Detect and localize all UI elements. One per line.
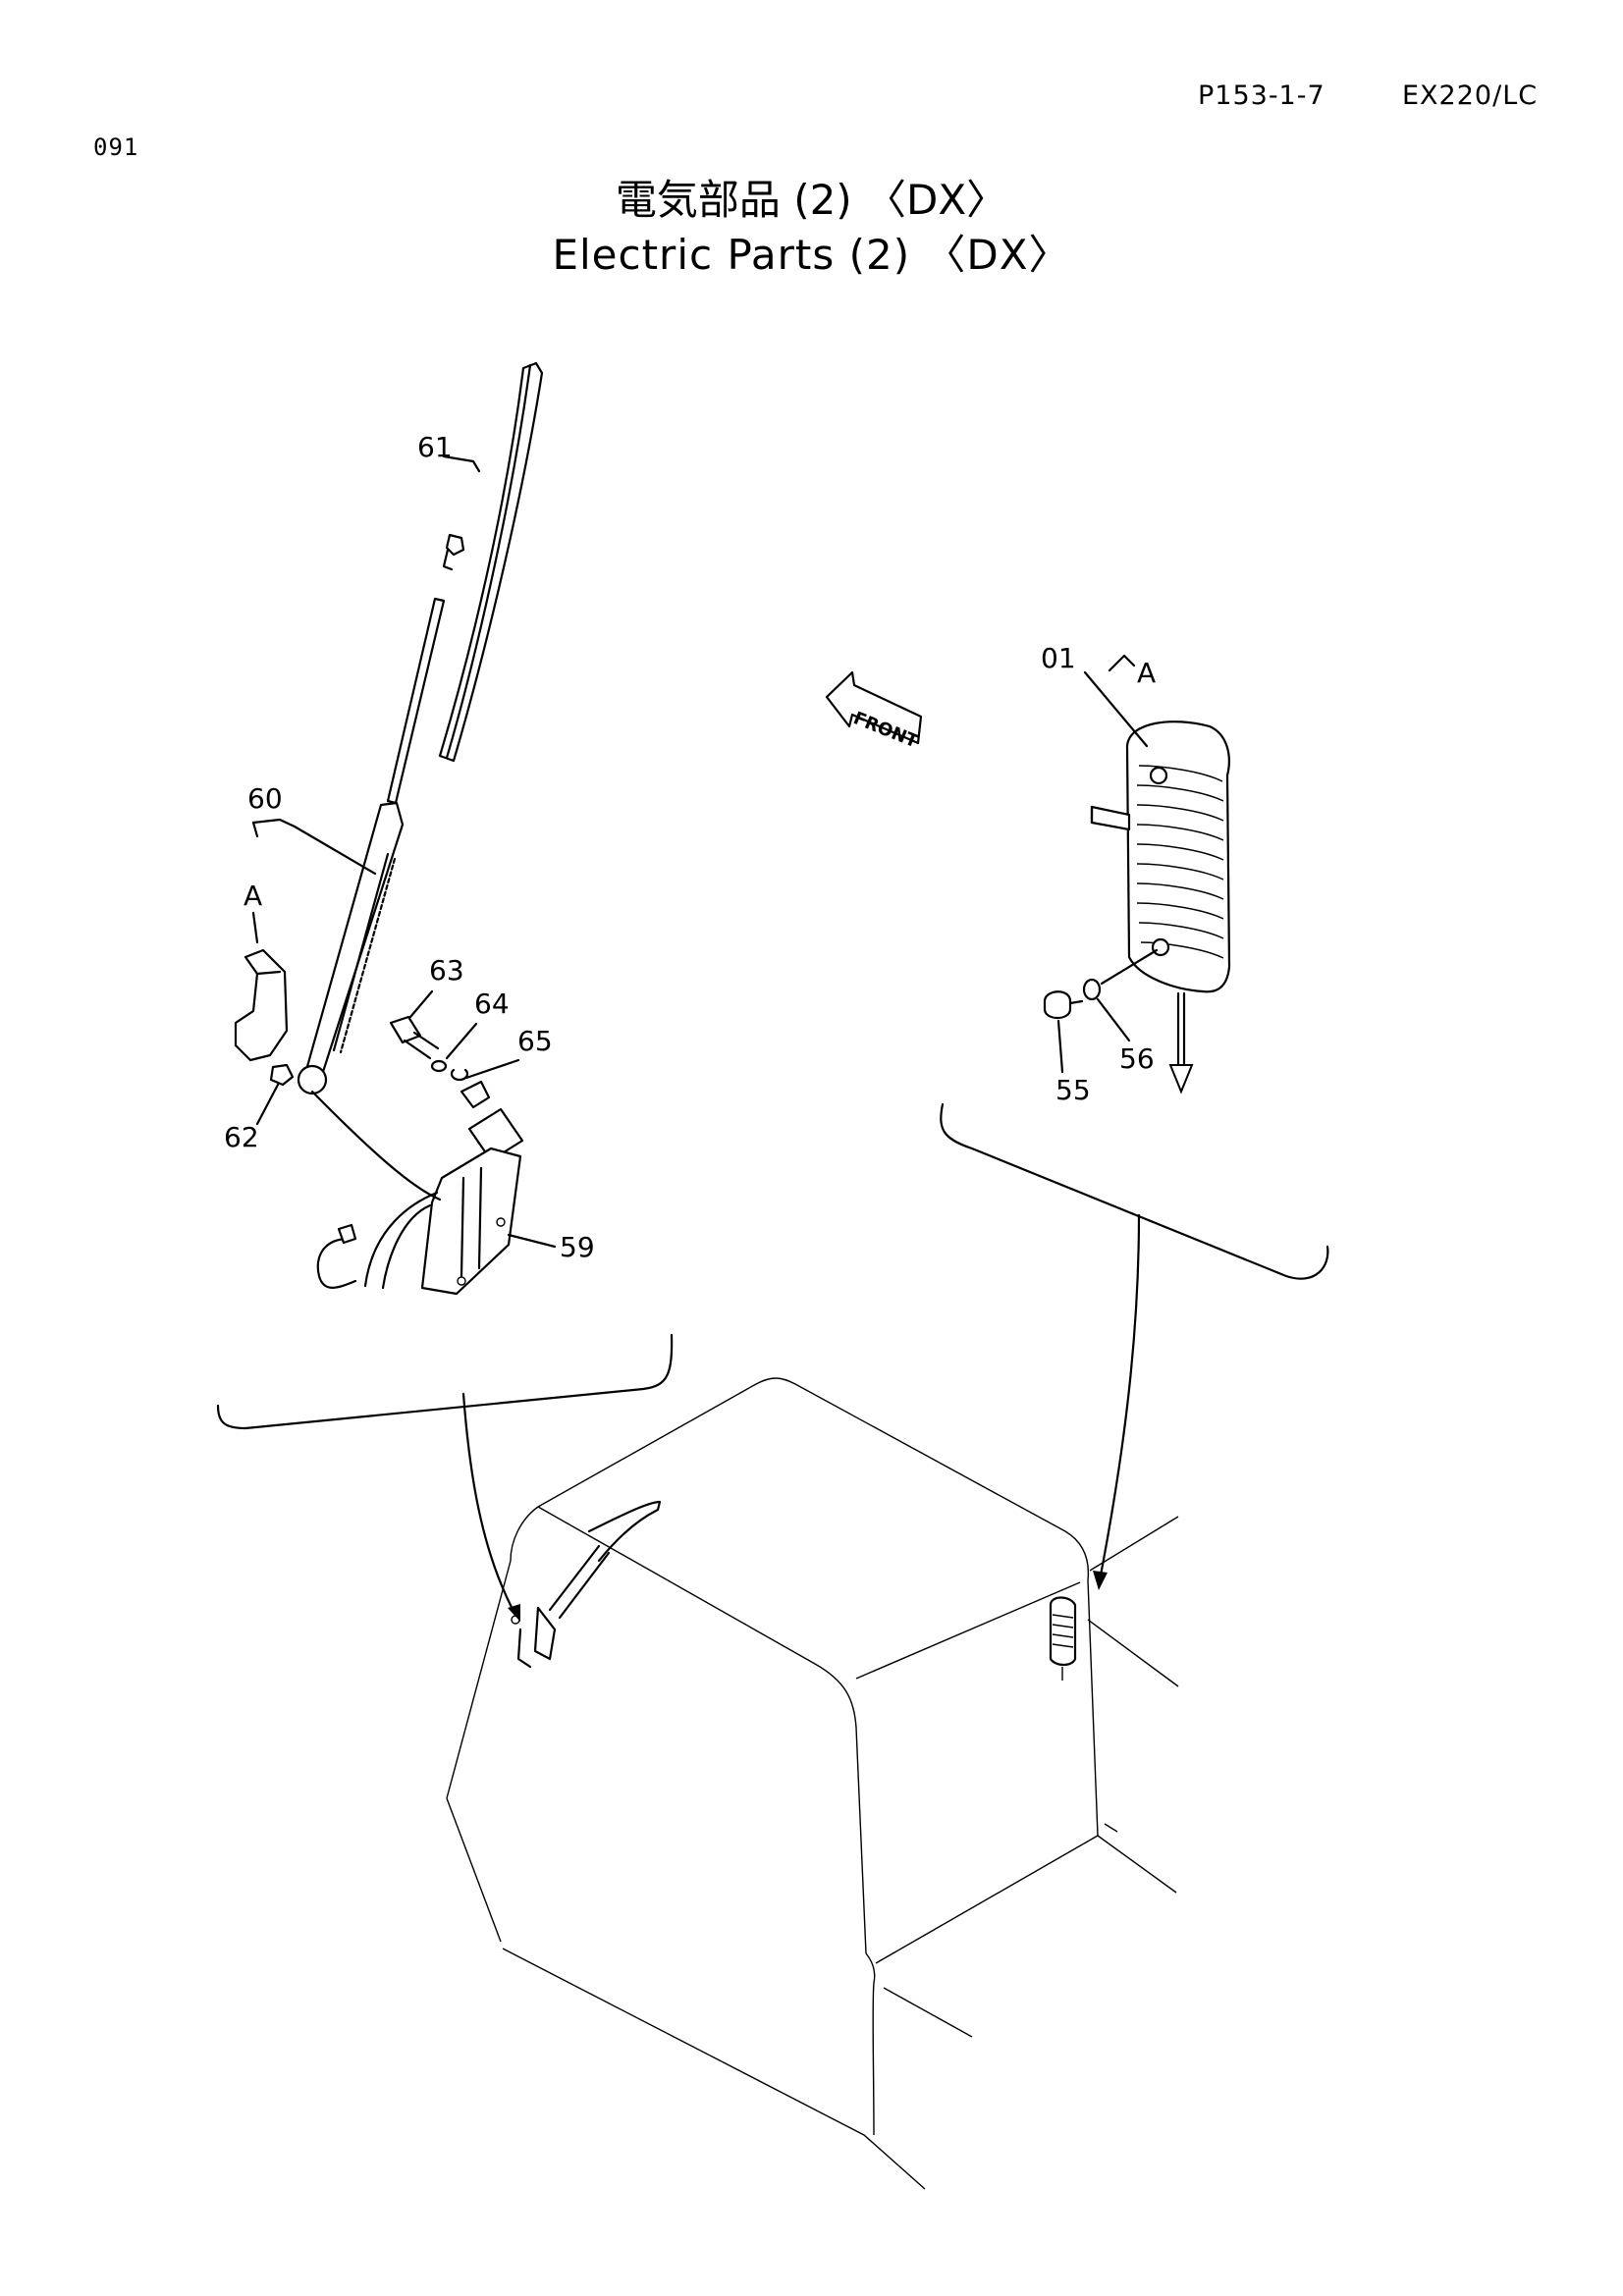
washer-65-shape <box>450 1068 469 1082</box>
page-code: P153-1-7 <box>1198 80 1325 111</box>
leader-01 <box>1083 670 1149 748</box>
wiper-arm-60 <box>297 597 446 1095</box>
leader-arrow-right <box>1098 1213 1141 1582</box>
cab-outline <box>446 1377 1179 2190</box>
screw-55 <box>1043 990 1084 1020</box>
leader-56 <box>1096 997 1131 1042</box>
title-japanese: 電気部品 (2) 〈DX〉 <box>615 176 1008 224</box>
leader-61 <box>442 454 481 473</box>
callout-62: 62 <box>224 1121 259 1153</box>
leader-63 <box>408 989 434 1019</box>
callout-60: 60 <box>247 782 283 815</box>
leader-55 <box>1056 1019 1064 1074</box>
callout-56: 56 <box>1119 1042 1155 1075</box>
callout-59: 59 <box>560 1231 595 1263</box>
arm-cover-a <box>234 948 289 1062</box>
leader-a-arm <box>251 911 259 944</box>
callout-bracket-right <box>940 1102 1329 1280</box>
leader-60 <box>251 818 377 876</box>
page-number: 091 <box>93 133 139 161</box>
lamp-screw-leader <box>1100 948 1159 986</box>
leader-62 <box>255 1083 280 1126</box>
leader-59 <box>507 1233 557 1249</box>
callout-65: 65 <box>517 1025 553 1057</box>
leader-65 <box>464 1058 520 1080</box>
callout-01: 01 <box>1041 642 1076 674</box>
wiper-motor-59 <box>310 1080 524 1296</box>
title-english: Electric Parts (2) 〈DX〉 <box>552 231 1071 279</box>
cab-lamp-small <box>1049 1596 1077 1681</box>
nut-62-shape <box>269 1063 295 1087</box>
callout-61: 61 <box>417 431 453 463</box>
callout-a-arm: A <box>243 880 262 912</box>
callout-64: 64 <box>474 988 510 1020</box>
callout-55: 55 <box>1055 1074 1091 1106</box>
model-name: EX220/LC <box>1402 80 1539 111</box>
wiper-blade-61 <box>438 361 544 763</box>
arrowhead-left <box>508 1604 520 1622</box>
leader-64 <box>445 1022 478 1060</box>
front-marker: FRONT <box>825 670 923 753</box>
leader-01-a <box>1108 654 1136 672</box>
arrowhead-right <box>1093 1571 1108 1590</box>
bolt-63 <box>389 1015 440 1060</box>
callout-bracket-left <box>216 1333 674 1430</box>
callout-63: 63 <box>429 954 464 987</box>
washer-56-shape <box>1082 978 1102 1001</box>
callout-a-lamp: A <box>1137 657 1156 689</box>
leader-60-a <box>251 821 259 838</box>
leader-arrow-left <box>461 1392 517 1617</box>
room-lamp-01 <box>1090 721 1231 1095</box>
cab-wiper-small <box>511 1500 662 1669</box>
washer-64-shape <box>430 1059 448 1073</box>
